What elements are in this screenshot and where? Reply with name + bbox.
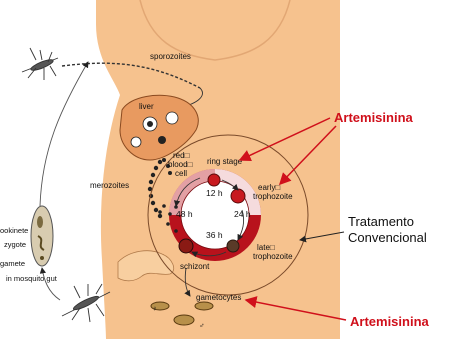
ring-stage-cell <box>208 174 220 186</box>
label-late-1: late□ <box>257 243 275 252</box>
clock-24h: 24 h <box>234 209 251 219</box>
schizont-cell <box>179 239 193 253</box>
liver-cell-icon <box>158 136 166 144</box>
male-symbol-icon: ♂ <box>199 321 205 330</box>
label-ring-stage: ring stage <box>207 157 243 166</box>
late-trophozoite-cell <box>227 240 239 252</box>
label-early-1: early□ <box>258 183 280 192</box>
label-red-3: cell <box>175 169 187 178</box>
clock-48h: 48 h <box>176 209 193 219</box>
liver-cell-icon <box>131 137 141 147</box>
label-zygote: zygote <box>4 240 26 249</box>
label-schizont: schizont <box>180 262 210 271</box>
tratamento-label-1: Tratamento <box>348 214 414 229</box>
gametocyte-cell <box>174 315 194 325</box>
early-trophozoite-cell <box>231 189 245 203</box>
label-gamete: gamete <box>0 259 25 268</box>
clock-36h: 36 h <box>206 230 223 240</box>
label-early-2: trophozoite <box>253 192 293 201</box>
artemisinina-label-bottom: Artemisinina <box>350 314 430 329</box>
label-liver: liver <box>139 102 154 111</box>
artemisinina-label-top: Artemisinina <box>334 110 414 125</box>
lifecycle-return-arrow <box>40 62 88 206</box>
label-late-2: trophozoite <box>253 252 293 261</box>
female-symbol-icon: ♀ <box>152 304 158 313</box>
clock-12h: 12 h <box>206 188 223 198</box>
mosquito-icon-bottom <box>62 284 110 322</box>
gametocyte-cell <box>195 302 213 310</box>
label-merozoites: merozoites <box>90 181 129 190</box>
label-ookinete: ookinete <box>0 226 28 235</box>
label-in-mosquito-gut: in mosquito gut <box>6 274 58 283</box>
tratamento-label-2: Convencional <box>348 230 427 245</box>
label-red-1: red□ <box>173 151 190 160</box>
label-red-2: blood□ <box>168 160 193 169</box>
liver-cell-icon <box>166 112 178 124</box>
label-sporozoites: sporozoites <box>150 52 191 61</box>
label-gametocytes: gametocytes <box>196 293 241 302</box>
mosquito-icon-top <box>22 48 58 80</box>
lifecycle-down-arrow <box>42 268 60 300</box>
